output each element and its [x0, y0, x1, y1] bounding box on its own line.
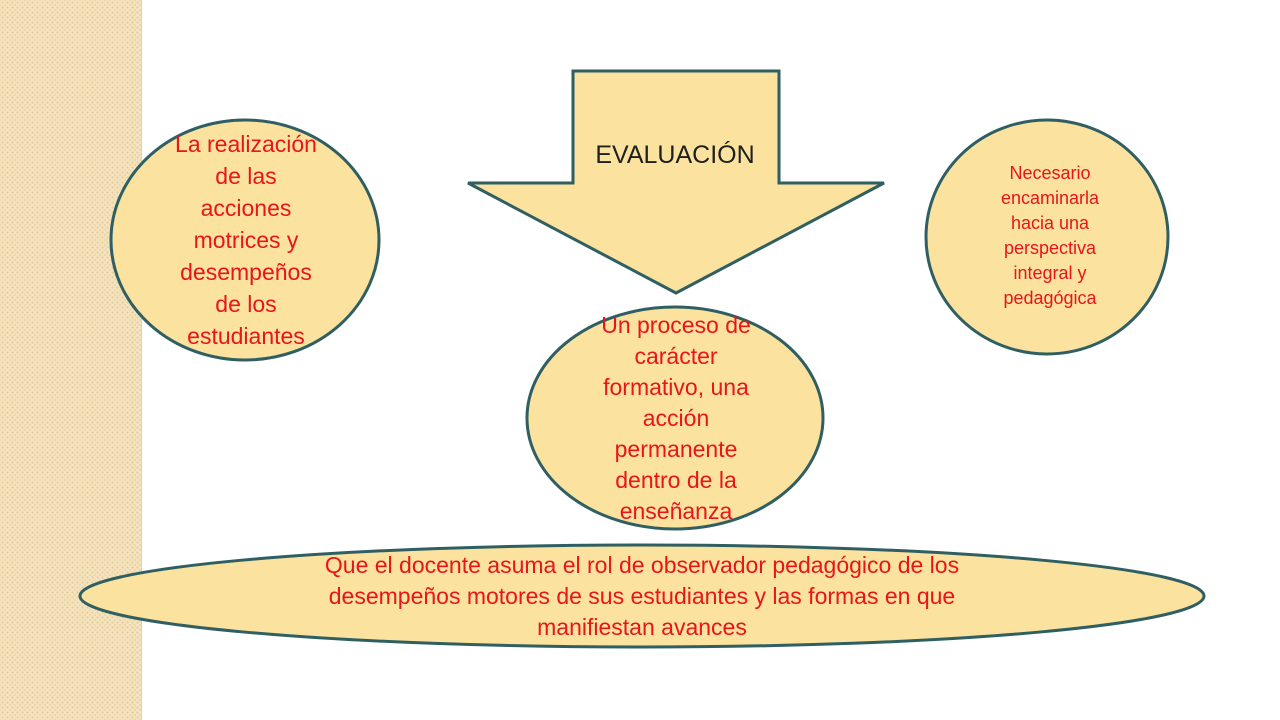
center-ellipse [525, 305, 825, 531]
left-node-text: La realización de las acciones motrices … [175, 131, 317, 349]
bottom-ellipse [78, 543, 1206, 649]
left-ellipse [109, 118, 381, 362]
center-node-text: Un proceso de carácter formativo, una ac… [601, 311, 751, 524]
down-arrow-shape [467, 69, 885, 295]
arrow-label: EVALUACIÓN [595, 141, 755, 169]
right-ellipse [924, 118, 1170, 356]
decorative-side-strip [0, 0, 142, 720]
bottom-node-text: Que el docente asuma el rol de observado… [324, 551, 960, 640]
right-node-text: Necesario encaminarla hacia una perspect… [1000, 163, 1100, 308]
